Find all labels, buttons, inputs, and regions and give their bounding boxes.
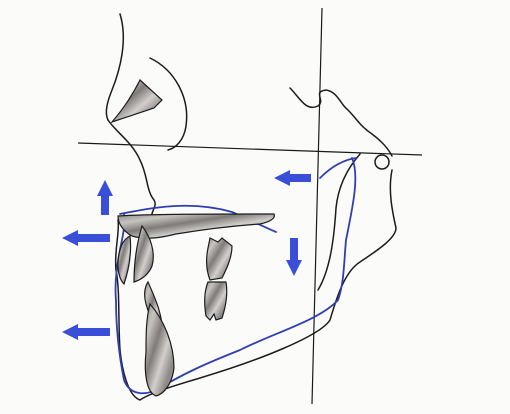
lower-molar-shaded [205, 282, 227, 320]
